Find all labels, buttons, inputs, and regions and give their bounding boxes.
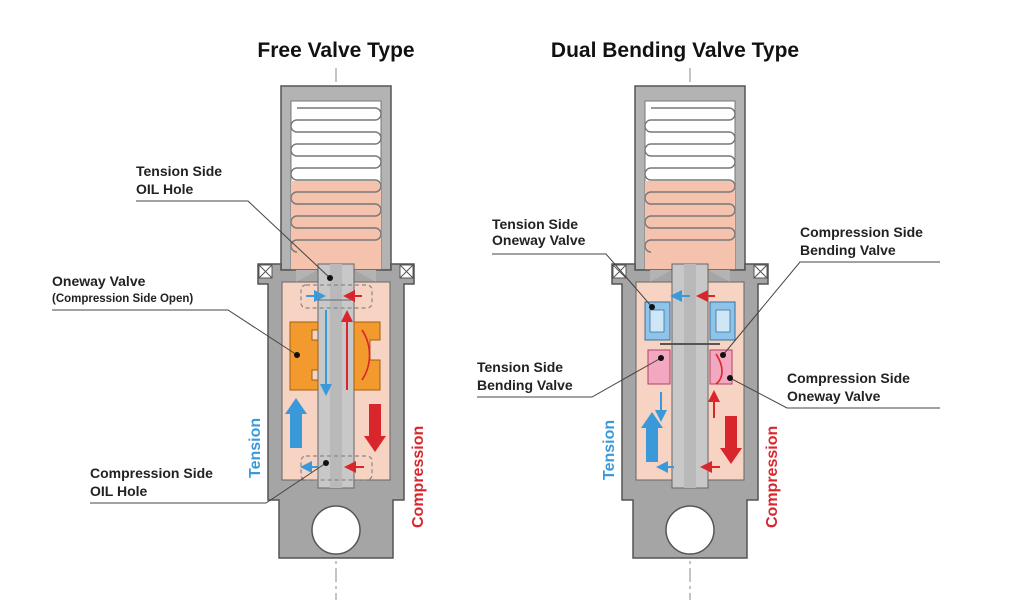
- oneway-valve-compression-side-open: [289, 321, 381, 391]
- callout-oneway-valve: Oneway Valve (Compression Side Open): [52, 273, 300, 358]
- tension-big-arrow: [285, 398, 307, 448]
- compression-side-oneway-valve: [709, 349, 733, 385]
- dual-bending-valve-diagram: Dual Bending Valve Type: [477, 39, 940, 600]
- spring-coils: [644, 107, 736, 253]
- leader-dot: [323, 460, 329, 466]
- callout-text: (Compression Side Open): [52, 293, 193, 305]
- compression-big-arrow: [364, 404, 386, 452]
- tension-side-oneway-valve: [644, 301, 671, 341]
- callout-text: Bending Valve: [477, 377, 573, 393]
- compression-side-label: Compression: [764, 426, 781, 528]
- tension-side-label: Tension: [601, 420, 618, 480]
- callout-compression-oil-hole: Compression Side OIL Hole: [90, 460, 329, 504]
- tension-big-arrow: [641, 412, 663, 462]
- spring-cylinder: [280, 85, 392, 271]
- callout-compression-oneway-valve: Compression Side Oneway Valve: [727, 370, 940, 409]
- dual-bending-title: Dual Bending Valve Type: [551, 39, 799, 62]
- flow-arrows-dual: [641, 290, 742, 473]
- callout-tension-oil-hole: Tension Side OIL Hole: [136, 163, 333, 281]
- leader-line: [477, 357, 662, 398]
- tension-oil-hole-box: [300, 284, 373, 309]
- compression-side-bending-valve: [709, 301, 736, 341]
- callout-tension-bending-valve: Tension Side Bending Valve: [477, 355, 664, 398]
- compression-side-label: Compression: [410, 426, 427, 528]
- free-valve-title: Free Valve Type: [257, 39, 414, 62]
- free-valve-diagram: Free Valve Type: [52, 39, 427, 600]
- callout-text: Bending Valve: [800, 242, 896, 258]
- leader-line: [90, 462, 327, 504]
- callout-text: Compression Side: [800, 224, 923, 240]
- callout-text: Compression Side: [787, 370, 910, 386]
- callout-text: Oneway Valve: [787, 388, 881, 404]
- flow-arrows-free: [285, 290, 386, 473]
- leader-line: [52, 309, 298, 356]
- callout-text: Compression Side: [90, 465, 213, 481]
- spring-cylinder: [634, 85, 746, 271]
- callout-text: Tension Side: [136, 163, 222, 179]
- callout-text: OIL Hole: [90, 483, 148, 499]
- leader-dot: [658, 355, 664, 361]
- callout-text: OIL Hole: [136, 181, 194, 197]
- compression-oil-hole-box: [300, 455, 373, 481]
- callout-text: Oneway Valve: [52, 273, 146, 289]
- callout-text: Tension Side: [477, 359, 563, 375]
- callout-text: Oneway Valve: [492, 232, 586, 248]
- leader-line: [722, 261, 940, 356]
- compression-big-arrow: [720, 416, 742, 464]
- leader-dot: [294, 352, 300, 358]
- callout-tension-oneway-valve: Tension Side Oneway Valve: [492, 216, 655, 310]
- leader-dot: [720, 352, 726, 358]
- tension-side-bending-valve: [647, 349, 671, 385]
- leader-line: [729, 377, 940, 409]
- spring-coils: [290, 107, 382, 253]
- tension-side-label: Tension: [247, 418, 264, 478]
- callout-compression-bending-valve: Compression Side Bending Valve: [720, 224, 940, 358]
- leader-dot: [649, 304, 655, 310]
- leader-line: [136, 200, 331, 279]
- leader-line: [492, 253, 653, 308]
- leader-dot: [327, 275, 333, 281]
- leader-dot: [727, 375, 733, 381]
- callout-text: Tension Side: [492, 216, 578, 232]
